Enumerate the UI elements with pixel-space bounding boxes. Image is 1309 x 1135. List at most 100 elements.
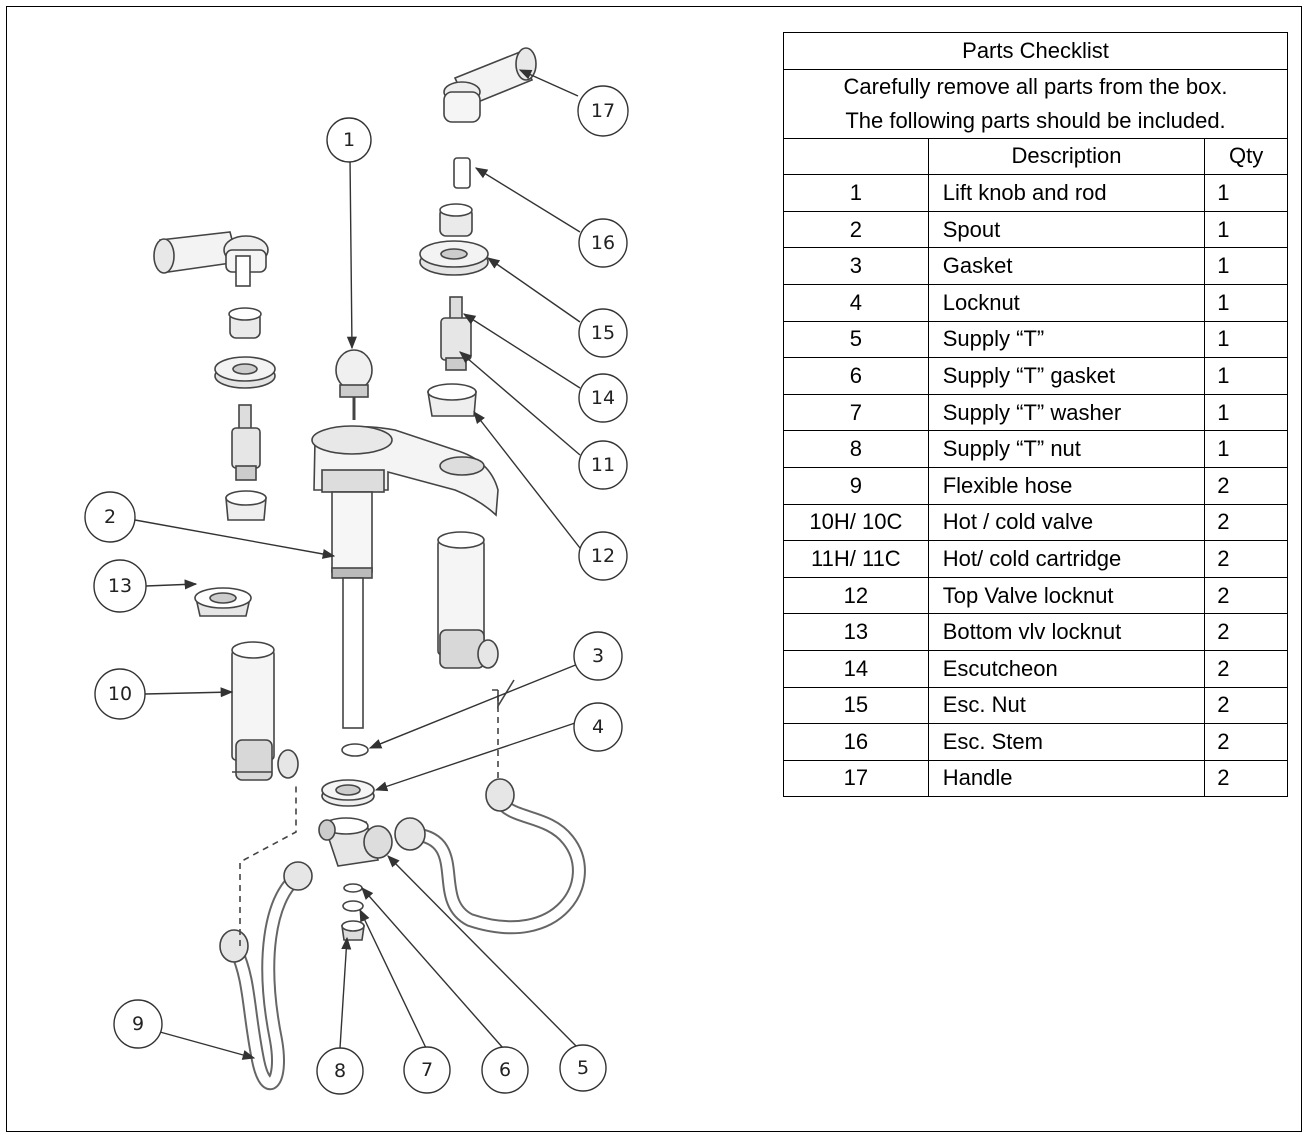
cell-description: Flexible hose (927, 466, 1206, 505)
cell-description: Hot/ cold cartridge (927, 540, 1206, 578)
right-stem (453, 157, 471, 189)
right-connection-dash (490, 689, 499, 778)
cell-qty: 1 (1204, 283, 1288, 322)
cell-qty: 2 (1204, 649, 1288, 688)
locknut (321, 779, 375, 807)
callout-circle-9 (113, 999, 163, 1049)
left-flexible-hose (219, 861, 313, 1091)
supply-t-washer (342, 900, 364, 912)
supply-t (318, 817, 393, 867)
right-valve (437, 531, 499, 669)
leader-5 (387, 855, 579, 1049)
checklist-intro-1: Carefully remove all parts from the box. (783, 69, 1288, 104)
cell-description: Supply “T” nut (927, 430, 1206, 468)
leader-11 (459, 351, 581, 456)
spout (311, 425, 499, 579)
cell-qty: 1 (1204, 357, 1288, 395)
supply-t-nut (341, 920, 365, 941)
parts-checklist-table: Parts Checklist Carefully remove all par… (783, 32, 1288, 798)
right-flexible-hose (394, 778, 586, 935)
left-stem (235, 255, 251, 287)
right-esc-nut (439, 203, 473, 237)
callout-label-17: 17 (591, 100, 615, 122)
callout-label-16: 16 (591, 232, 615, 254)
cell-number: 10H/ 10C (783, 503, 929, 542)
cell-qty: 1 (1204, 210, 1288, 249)
callout-circle-2 (84, 491, 136, 543)
leader-7 (359, 908, 427, 1049)
callout-circle-1 (326, 117, 372, 163)
cell-description: Esc. Nut (927, 686, 1206, 725)
callout-label-13: 13 (108, 575, 132, 597)
cell-number: 13 (783, 613, 929, 651)
checklist-intro-2: The following parts should be included. (783, 103, 1288, 139)
cell-description: Gasket (927, 247, 1206, 285)
cell-description: Spout (927, 210, 1206, 249)
checklist-intro-row-2: The following parts should be included. (783, 103, 1288, 139)
callout-label-6: 6 (499, 1059, 511, 1081)
cell-description: Esc. Stem (927, 723, 1206, 761)
cell-number: 9 (783, 466, 929, 505)
callout-label-11: 11 (591, 454, 615, 476)
callout-label-5: 5 (577, 1057, 589, 1079)
callout-label-4: 4 (592, 716, 604, 738)
callout-circle-8 (316, 1047, 364, 1095)
checklist-title-row: Parts Checklist (783, 32, 1288, 70)
callout-circle-10 (94, 668, 146, 720)
left-valve (231, 641, 299, 781)
cell-number: 11H/ 11C (783, 540, 929, 578)
gasket (341, 743, 369, 757)
supply-t-gasket (343, 883, 363, 893)
leader-8 (339, 936, 352, 1049)
cell-description: Bottom vlv locknut (927, 613, 1206, 651)
callout-label-15: 15 (591, 322, 615, 344)
lift-rod (342, 577, 364, 729)
callout-circle-4 (573, 702, 623, 752)
callout-circle-15 (578, 308, 628, 358)
leader-4 (374, 721, 579, 792)
leader-16 (474, 167, 581, 233)
callout-label-10: 10 (108, 683, 132, 705)
cell-description: Hot / cold valve (927, 503, 1206, 542)
header-description: Description (927, 137, 1206, 176)
left-top-locknut (225, 490, 267, 521)
cell-qty: 1 (1204, 174, 1288, 212)
cell-description: Supply “T” (927, 320, 1206, 359)
right-cartridge (440, 296, 472, 371)
cell-qty: 2 (1204, 759, 1288, 798)
cell-number: 5 (783, 320, 929, 359)
callout-label-12: 12 (591, 545, 615, 567)
cell-qty: 2 (1204, 466, 1288, 505)
callout-circle-6 (481, 1046, 529, 1094)
right-handle (443, 47, 537, 123)
callout-label-2: 2 (104, 506, 116, 528)
callout-circle-5 (559, 1044, 607, 1092)
cell-number: 6 (783, 357, 929, 395)
left-cartridge (231, 404, 261, 481)
cell-qty: 2 (1204, 576, 1288, 615)
cell-description: Escutcheon (927, 649, 1206, 688)
callout-circle-12 (578, 531, 628, 581)
cell-number: 15 (783, 686, 929, 725)
callout-circle-17 (577, 85, 629, 137)
callout-label-1: 1 (343, 129, 355, 151)
cell-number: 2 (783, 210, 929, 249)
right-top-locknut (427, 383, 477, 417)
left-escutcheon (214, 356, 276, 389)
leader-14 (462, 313, 581, 389)
callout-label-14: 14 (591, 387, 615, 409)
callout-label-3: 3 (592, 645, 604, 667)
cell-qty: 2 (1204, 540, 1288, 578)
